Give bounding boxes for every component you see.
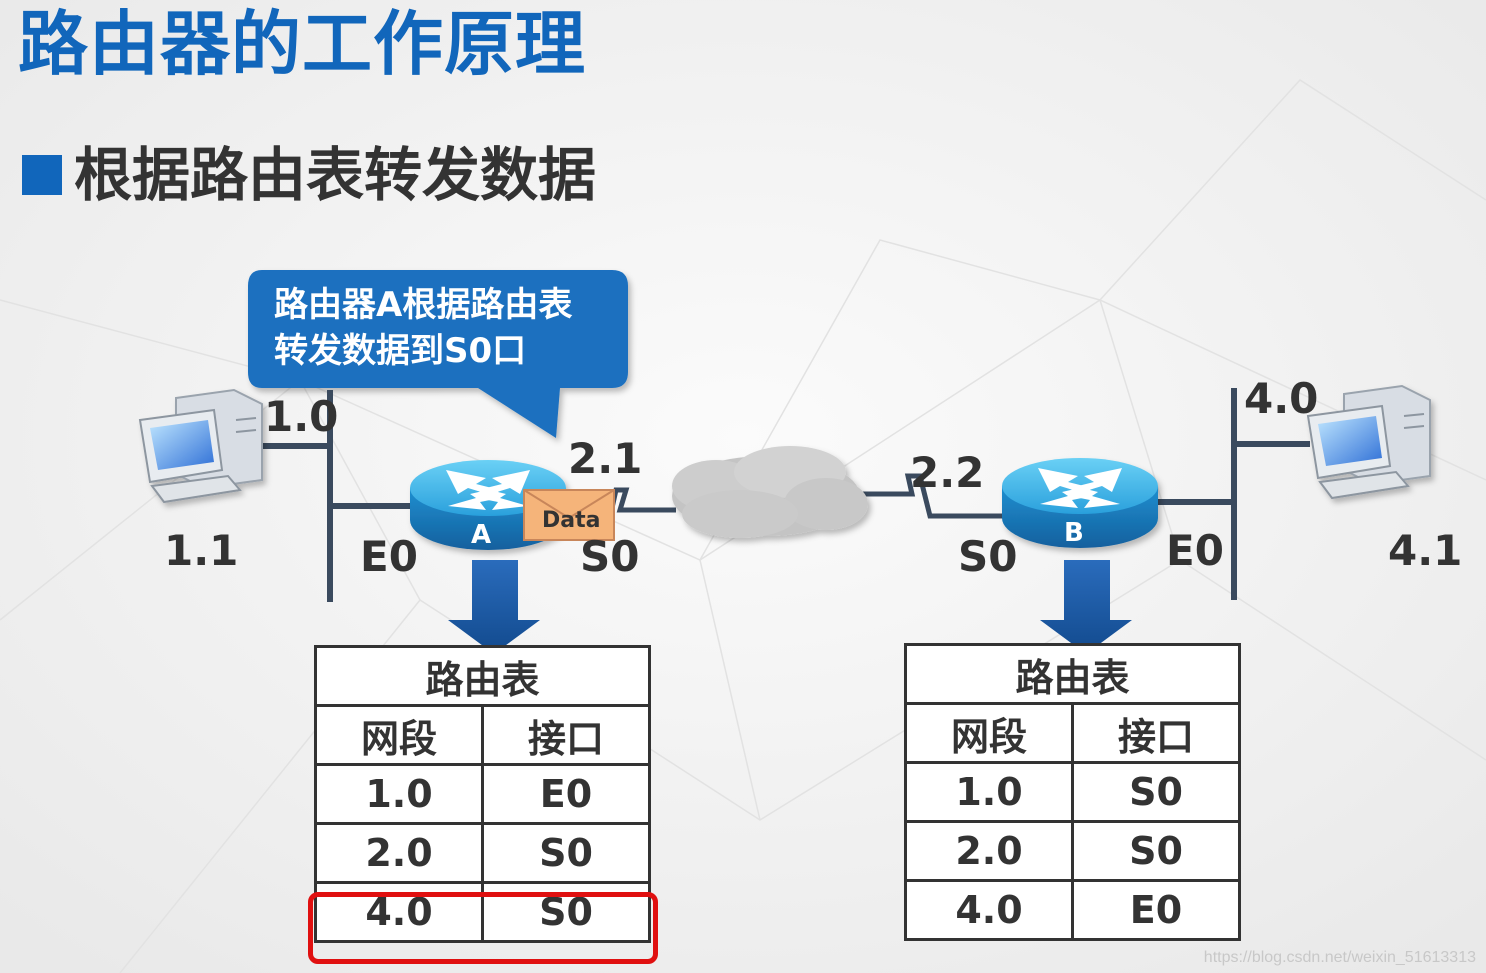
table-row: 1.0 E0 — [314, 763, 651, 825]
wan-cloud-icon — [672, 446, 868, 538]
callout-line-2: 转发数据到S0口 — [274, 331, 527, 371]
left-computer-icon — [138, 388, 263, 504]
square-bullet-icon — [22, 155, 62, 195]
router-a-s0-label: S0 — [580, 532, 640, 581]
page-title: 路由器的工作原理 — [18, 3, 586, 85]
router-a-name: A — [471, 520, 492, 550]
table-row: 2.0 S0 — [314, 822, 651, 884]
watermark: https://blog.csdn.net/weixin_51613313 — [1203, 949, 1476, 966]
left-host-address: 1.1 — [164, 526, 239, 575]
table-cell: 4.0 — [314, 881, 484, 943]
data-packet-icon — [523, 489, 615, 541]
table-title-row: 路由表 — [314, 645, 651, 707]
routing-table-b: 路由表 网段 接口 1.0 S0 2.0 S0 4.0 E0 — [904, 643, 1241, 941]
table-row: 4.0 S0 — [314, 881, 651, 943]
column-header: 网段 — [314, 704, 484, 766]
left-network-label: 1.0 — [264, 392, 339, 441]
table-row: 2.0 S0 — [904, 820, 1241, 882]
arrow-down-icon-b — [1040, 560, 1132, 654]
column-header: 接口 — [1071, 702, 1241, 764]
table-title-row: 路由表 — [904, 643, 1241, 705]
right-network-label: 4.0 — [1244, 374, 1319, 423]
callout-text: 路由器A根据路由表 转发数据到S0口 — [274, 282, 614, 374]
table-cell: 4.0 — [904, 879, 1074, 941]
serial-link-b — [860, 473, 1004, 519]
table-cell: S0 — [1071, 820, 1241, 882]
right-lan — [1158, 388, 1310, 600]
right-computer-icon — [1306, 384, 1431, 500]
column-header: 接口 — [481, 704, 651, 766]
subtitle-row: 根据路由表转发数据 — [22, 140, 596, 210]
routing-table-a: 路由表 网段 接口 1.0 E0 2.0 S0 4.0 S0 — [314, 645, 651, 943]
callout-line-1: 路由器A根据路由表 — [274, 285, 573, 325]
table-title: 路由表 — [904, 643, 1241, 705]
table-cell: 2.0 — [904, 820, 1074, 882]
highlighted-route-box — [308, 892, 658, 964]
table-row: 1.0 S0 — [904, 761, 1241, 823]
table-cell: 1.0 — [904, 761, 1074, 823]
right-host-address: 4.1 — [1388, 526, 1463, 575]
table-cell: S0 — [481, 822, 651, 884]
table-row: 4.0 E0 — [904, 879, 1241, 941]
column-header: 网段 — [904, 702, 1074, 764]
table-header-row: 网段 接口 — [904, 702, 1241, 764]
router-b-s0-label: S0 — [958, 532, 1018, 581]
table-cell: E0 — [1071, 879, 1241, 941]
table-cell: E0 — [481, 763, 651, 825]
subtitle: 根据路由表转发数据 — [74, 141, 597, 209]
table-cell: S0 — [1071, 761, 1241, 823]
callout-bubble — [248, 270, 628, 438]
data-packet-label: Data — [542, 508, 601, 533]
table-title: 路由表 — [314, 645, 651, 707]
left-lan — [262, 390, 412, 602]
table-header-row: 网段 接口 — [314, 704, 651, 766]
router-b-name: B — [1064, 518, 1084, 548]
router-b-e0-label: E0 — [1166, 526, 1224, 575]
arrow-down-icon-a — [448, 560, 540, 654]
table-cell: 2.0 — [314, 822, 484, 884]
router-b-icon — [1002, 458, 1158, 548]
router-b-s0-address: 2.2 — [910, 448, 985, 497]
table-cell: S0 — [481, 881, 651, 943]
router-a-s0-address: 2.1 — [568, 434, 643, 483]
table-cell: 1.0 — [314, 763, 484, 825]
router-a-e0-label: E0 — [360, 532, 418, 581]
